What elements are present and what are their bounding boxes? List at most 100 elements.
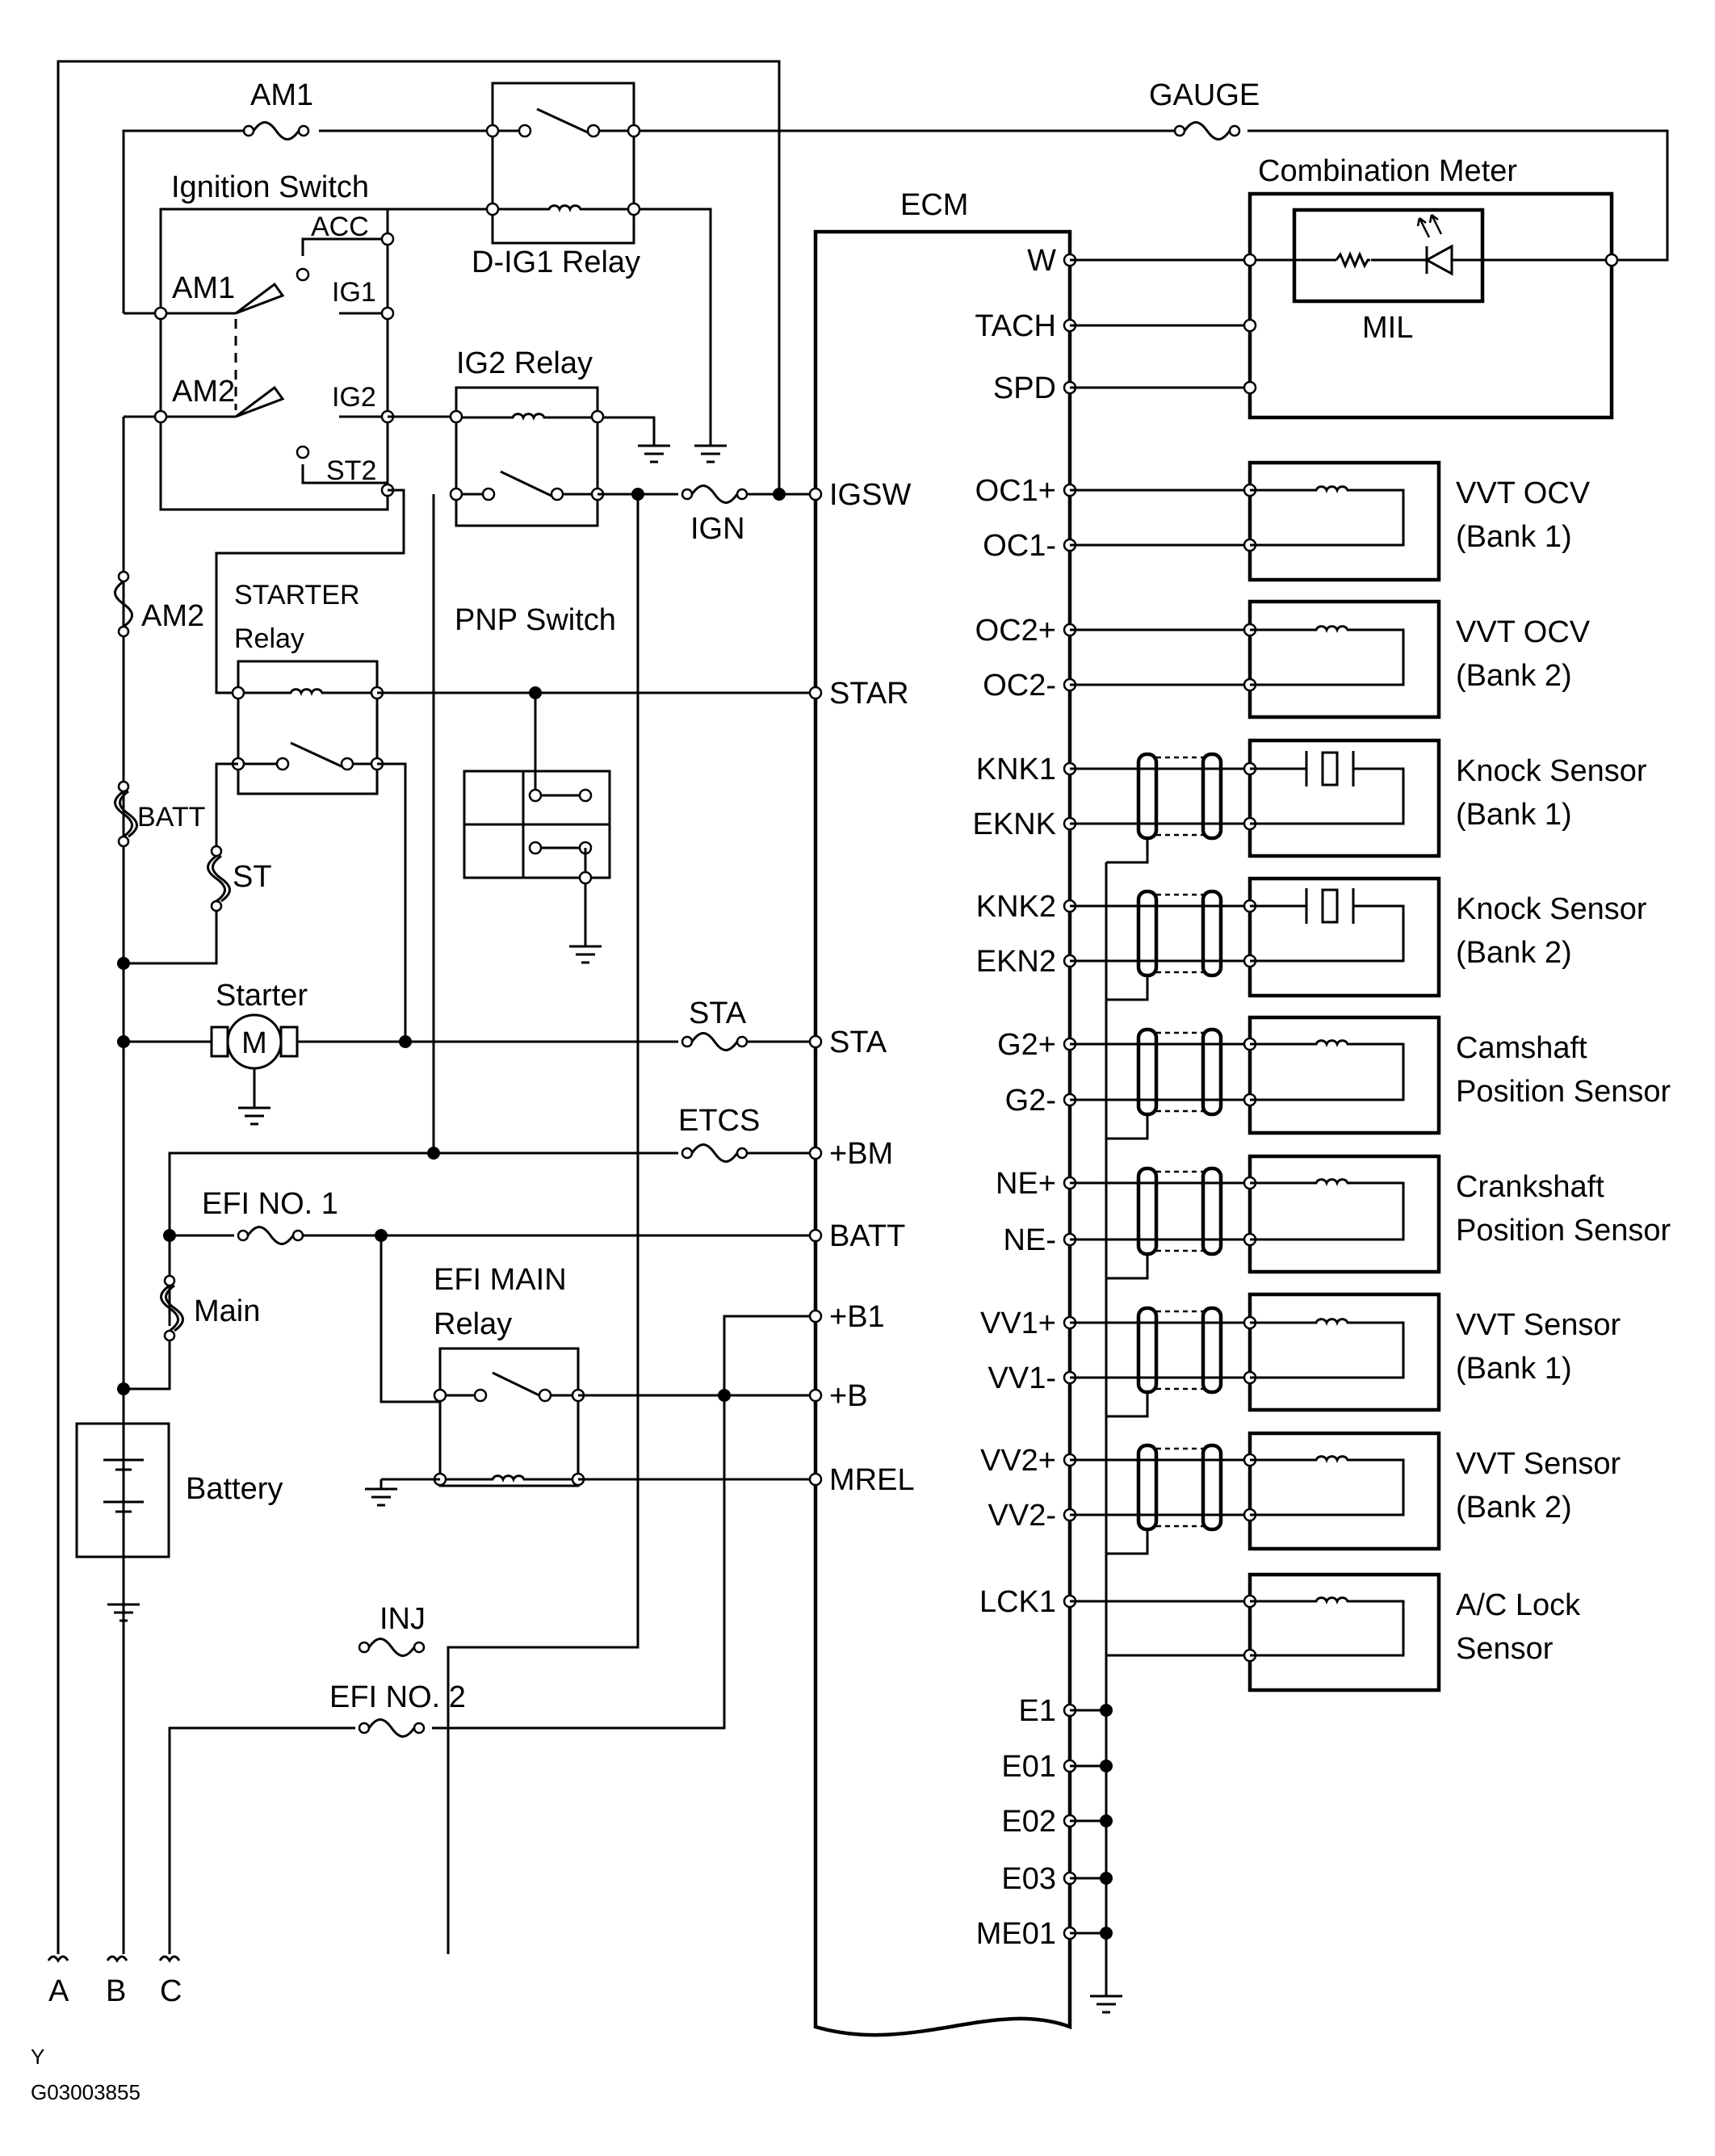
ig2-terminal-label: IG2	[332, 382, 376, 413]
starter-motor: Starter M	[124, 979, 405, 1098]
ecm-terminal-oc1: OC1-	[983, 529, 1056, 563]
motor-symbol: M	[241, 1026, 267, 1060]
sensor-7-name: VVT Sensor	[1456, 1447, 1621, 1481]
ecm-terminal-oc1: OC1+	[975, 474, 1056, 508]
sensor-3-name: Knock Sensor	[1456, 892, 1647, 926]
ecm-right-terminals: WTACHSPDOC1+OC1-OC2+OC2-KNK1EKNKKNK2EKN2…	[973, 244, 1250, 1951]
sensor-5-name: Crankshaft	[1456, 1170, 1604, 1204]
sensor-1-subtitle: (Bank 2)	[1456, 659, 1572, 693]
ecm-terminal-6: +B	[829, 1379, 868, 1413]
sensor-3-subtitle: (Bank 2)	[1456, 936, 1572, 970]
ecm-terminal-vv2: VV2-	[988, 1499, 1056, 1533]
am1-fuse-label: AM1	[250, 78, 313, 112]
ecm-terminal-1: STAR	[829, 677, 909, 711]
sensor-6-name: VVT Sensor	[1456, 1308, 1621, 1342]
sensor-6-subtitle: (Bank 1)	[1456, 1352, 1572, 1386]
efi-no2-fuse-label: EFI NO. 2	[329, 1680, 466, 1714]
etcs-fuse-label: ETCS	[678, 1104, 760, 1138]
d-ig1-relay-label: D-IG1 Relay	[472, 245, 640, 279]
ign-fuse-label: IGN	[690, 512, 745, 546]
sensor-5-subtitle: Position Sensor	[1456, 1214, 1671, 1248]
connector-a-label: A	[48, 1974, 69, 2008]
efi-no1-fuse-label: EFI NO. 1	[202, 1187, 338, 1221]
ecm-terminal-e1: E1	[1019, 1694, 1056, 1728]
ecm-terminal-vv1: VV1+	[980, 1307, 1056, 1340]
figure-id: G03003855	[31, 2080, 140, 2104]
am2-fuse-label: AM2	[141, 599, 204, 633]
ecm-terminal-spd: SPD	[993, 371, 1056, 405]
battery-label: Battery	[186, 1472, 283, 1506]
ignition-switch: Ignition Switch ACC AM1 IG1 AM2 IG2 ST2	[124, 170, 395, 511]
battery: Battery	[75, 1389, 283, 1595]
inj-fuse-label: INJ	[379, 1602, 426, 1636]
bottom-connectors: A B C	[47, 1955, 182, 2008]
d-ig1-relay: D-IG1 Relay	[472, 82, 641, 279]
st-fuse-label: ST	[233, 860, 272, 894]
combination-meter-label: Combination Meter	[1258, 154, 1517, 188]
ecm-terminal-2: STA	[829, 1026, 887, 1059]
ecm-terminal-ne: NE+	[996, 1167, 1056, 1201]
pnp-switch: PNP Switch	[455, 603, 616, 937]
ecm-terminal-e02: E02	[1001, 1805, 1056, 1839]
sensor-block-0: VVT OCV(Bank 1)	[1070, 460, 1591, 582]
ecm-terminal-e03: E03	[1001, 1862, 1056, 1896]
ecm-terminal-5: +B1	[829, 1300, 885, 1334]
st2-terminal-label: ST2	[326, 455, 376, 486]
ecm-terminal-e01: E01	[1001, 1750, 1056, 1784]
sensor-4-name: Camshaft	[1456, 1031, 1587, 1065]
ig2-relay-label: IG2 Relay	[456, 346, 593, 380]
starter-relay-label-2: Relay	[234, 623, 304, 654]
starter-relay: STARTER Relay	[231, 580, 384, 795]
ecm-terminal-lck1: LCK1	[979, 1585, 1056, 1619]
gauge-fuse-label: GAUGE	[1149, 78, 1260, 112]
efi-main-relay: EFI MAIN Relay	[433, 1263, 585, 1487]
ecm-block: ECM	[813, 188, 1072, 2037]
pnp-switch-label: PNP Switch	[455, 603, 616, 637]
sensor-8-subtitle: Sensor	[1456, 1632, 1554, 1666]
sensor-block-3: Knock Sensor (Bank 2)	[1070, 876, 1647, 1001]
batt-fuse-label: BATT	[137, 802, 205, 833]
sensor-8-name: A/C Lock	[1456, 1588, 1581, 1622]
ecm-terminal-3: +BM	[829, 1137, 893, 1171]
mil-label: MIL	[1362, 311, 1413, 345]
ecm-terminal-ekn2: EKN2	[976, 945, 1056, 979]
ecm-terminal-eknk: EKNK	[973, 807, 1056, 841]
efi-main-relay-label-1: EFI MAIN	[434, 1263, 567, 1297]
ecm-terminal-g2: G2+	[997, 1028, 1056, 1062]
ecm-terminal-knk1: KNK1	[976, 753, 1056, 786]
ecm-terminal-oc2: OC2+	[975, 614, 1056, 648]
ecm-terminal-w: W	[1027, 244, 1056, 278]
ecm-terminal-4: BATT	[829, 1219, 905, 1253]
ig1-terminal-label: IG1	[332, 277, 376, 308]
sensor-block-2: Knock Sensor (Bank 1)	[1070, 738, 1647, 864]
sensor-block-6: VVT Sensor (Bank 1)	[1070, 1292, 1621, 1418]
sensor-1-name: VVT OCV	[1456, 615, 1591, 649]
ecm-terminal-vv2: VV2+	[980, 1444, 1056, 1478]
combination-meter: Combination Meter MIL	[1243, 154, 1619, 420]
ecm-terminal-me01: ME01	[976, 1917, 1056, 1951]
connector-c-label: C	[160, 1974, 182, 2008]
ecm-left-terminals: IGSW STAR STA +BM BATT +B1 +B MREL	[808, 478, 915, 1497]
ig2-relay: IG2 Relay	[388, 346, 656, 527]
ecm-terminal-g2: G2-	[1005, 1084, 1056, 1118]
sensor-block-1: VVT OCV (Bank 2)	[1070, 599, 1591, 719]
ecm-terminal-oc2: OC2-	[983, 669, 1056, 703]
connector-b-label: B	[106, 1974, 126, 2008]
sensor-ground-bus	[1070, 862, 1124, 2014]
ecm-label: ECM	[900, 188, 968, 222]
am1-terminal-label: AM1	[172, 271, 235, 305]
sensor-2-subtitle: (Bank 1)	[1456, 798, 1572, 832]
ecm-terminal-7: MREL	[829, 1463, 915, 1497]
sensor-0-name: VVT OCV	[1456, 476, 1591, 510]
sensor-2-name: Knock Sensor	[1456, 754, 1647, 788]
ecm-terminal-knk2: KNK2	[976, 890, 1056, 924]
sensor-4-subtitle: Position Sensor	[1456, 1075, 1671, 1109]
main-fuse-label: Main	[194, 1294, 260, 1328]
ecm-terminal-0: IGSW	[829, 478, 911, 512]
starter-label: Starter	[216, 979, 308, 1013]
acc-terminal-label: ACC	[311, 212, 369, 242]
